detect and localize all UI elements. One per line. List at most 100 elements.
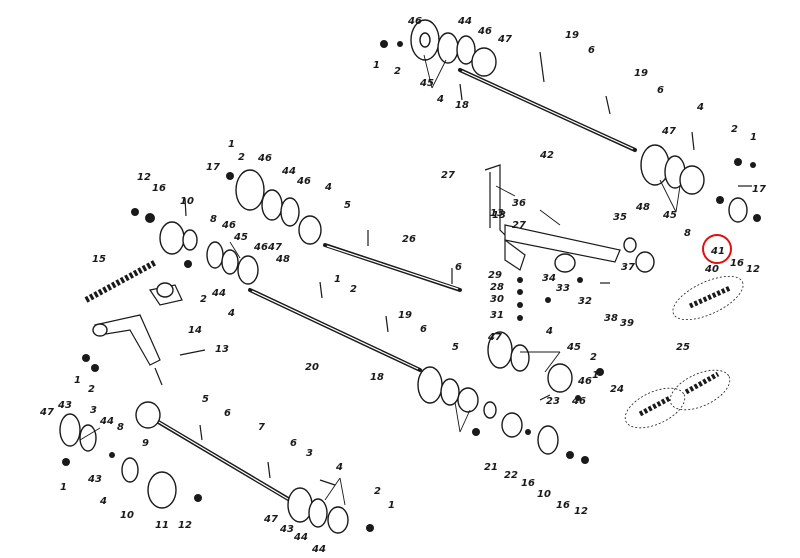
part-labels-top: 46 44 46 47 1 2 45 4 18 19 6 19 6 42 4 4… xyxy=(373,16,766,517)
part-label: 27 xyxy=(512,220,526,231)
part-label: 30 xyxy=(490,294,504,305)
middle-shaft-assembly xyxy=(131,169,462,292)
part-label highlighted-part-41: 41 xyxy=(710,246,725,257)
part-label: 10 xyxy=(180,196,194,207)
part-label: 6 xyxy=(420,324,427,335)
part-label: 19 xyxy=(398,310,412,321)
part-label: 2 xyxy=(590,352,597,363)
part-label: 2 xyxy=(238,152,245,163)
part-label: 18 xyxy=(455,100,469,111)
part-label: 46 xyxy=(253,242,268,253)
part-label: 48 xyxy=(275,254,290,265)
part-label: 1 xyxy=(373,60,380,71)
part-label: 1 xyxy=(74,375,81,386)
part-label: 8 xyxy=(117,422,124,433)
part-label: 44 xyxy=(311,544,326,555)
part-label: 10 xyxy=(537,489,551,500)
part-label: 32 xyxy=(578,296,592,307)
part-label: 2 xyxy=(200,294,207,305)
part-label: 39 xyxy=(620,318,634,329)
part-label: 33 xyxy=(556,283,570,294)
part-label: 4 xyxy=(227,308,235,319)
part-label: 4 xyxy=(696,102,704,113)
part-label: 13 xyxy=(215,344,229,355)
part-label: 23 xyxy=(546,396,560,407)
bottom-shaft-assembly xyxy=(59,401,374,534)
part-label: 17 xyxy=(206,162,220,173)
part-label: 46 xyxy=(257,153,272,164)
part-label: 3 xyxy=(306,448,313,459)
part-label: 15 xyxy=(92,254,106,265)
part-label: 21 xyxy=(484,462,498,473)
part-label: 17 xyxy=(752,184,766,195)
part-label: 12 xyxy=(574,506,588,517)
part-label: 19 xyxy=(565,30,579,41)
part-label: 29 xyxy=(488,270,502,281)
part-label: 16 xyxy=(521,478,535,489)
part-label: 4 xyxy=(335,462,343,473)
part-label: 2 xyxy=(88,384,95,395)
part-label: 7 xyxy=(258,422,265,433)
part-label: 46 xyxy=(407,16,422,27)
part-label: 13 xyxy=(492,210,506,221)
part-label: 40 xyxy=(704,264,719,275)
part-label: 45 xyxy=(662,210,677,221)
part-label: 8 xyxy=(210,214,217,225)
part-label: 1 xyxy=(592,370,599,381)
part-label: 37 xyxy=(621,262,635,273)
part-label: 11 xyxy=(155,520,169,531)
highlight-circle xyxy=(702,234,732,264)
part-labels-left: 1 2 46 44 46 17 12 16 10 8 46 45 4 5 26 … xyxy=(74,139,506,395)
leader-lines xyxy=(79,54,681,506)
part-label: 12 xyxy=(178,520,192,531)
right-lower-assembly xyxy=(417,331,604,464)
part-label: 25 xyxy=(676,342,690,353)
part-label: 10 xyxy=(120,510,134,521)
chain-15 xyxy=(84,259,158,303)
part-label: 46 xyxy=(296,176,311,187)
part-label: 6 xyxy=(290,438,297,449)
part-label: 47 xyxy=(39,407,54,418)
part-label: 28 xyxy=(490,282,504,293)
lower-shaft-assembly xyxy=(248,281,422,372)
part-label: 2 xyxy=(350,284,357,295)
part-label: 44 xyxy=(281,166,296,177)
linkage-27 xyxy=(484,164,655,321)
part-label: 16 xyxy=(152,183,166,194)
part-label: 45 xyxy=(233,232,248,243)
part-label: 19 xyxy=(634,68,648,79)
part-label: 5 xyxy=(202,394,209,405)
part-label: 42 xyxy=(539,150,554,161)
part-label: 45 xyxy=(419,78,434,89)
part-label: 46 xyxy=(577,376,592,387)
part-label: 4 xyxy=(436,94,444,105)
part-label: 16 xyxy=(556,500,570,511)
chain-24-25 xyxy=(624,369,731,429)
part-label: 46 xyxy=(571,396,586,407)
part-label: 16 xyxy=(730,258,744,269)
part-label: 6 xyxy=(588,45,595,56)
part-label: 38 xyxy=(604,313,618,324)
chain-40 xyxy=(672,275,744,321)
frame-arm-14 xyxy=(82,282,206,386)
part-label: 35 xyxy=(613,212,627,223)
part-label: 47 xyxy=(267,242,282,253)
part-label: 12 xyxy=(746,264,760,275)
part-label: 44 xyxy=(293,532,308,543)
part-label: 36 xyxy=(512,198,526,209)
part-label: 8 xyxy=(684,228,691,239)
part-label: 24 xyxy=(610,384,624,395)
part-label: 1 xyxy=(750,132,757,143)
part-label: 5 xyxy=(344,200,351,211)
part-label: 13 xyxy=(490,208,504,219)
part-label: 43 xyxy=(87,474,102,485)
part-label: 44 xyxy=(211,288,226,299)
part-label: 44 xyxy=(457,16,472,27)
part-label: 5 xyxy=(452,342,459,353)
part-label: 34 xyxy=(542,273,556,284)
part-label: 27 xyxy=(441,170,455,181)
part-label: 2 xyxy=(394,66,401,77)
part-label: 12 xyxy=(137,172,151,183)
part-label: 14 xyxy=(188,325,202,336)
